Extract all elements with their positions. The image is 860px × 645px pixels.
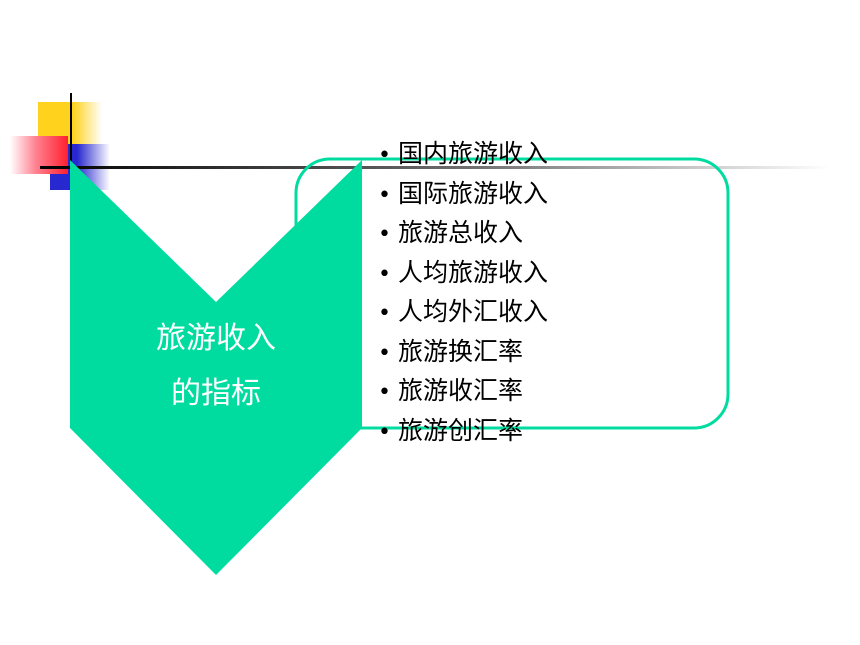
list-item: • 国际旅游收入 [378,177,548,217]
list-item-text: 人均外汇收入 [398,297,549,326]
indicator-list: • 国内旅游收入 • 国际旅游收入 • 旅游总收入 • 人均旅游收入 • 人均外汇收入 •… [378,137,548,453]
bullet-icon: • [378,419,391,445]
list-item: • 旅游创汇率 [378,414,548,454]
list-item: • 旅游总收入 [378,216,548,256]
list-item-text: 旅游创汇率 [398,415,524,445]
list-item-text: 旅游总收入 [398,218,524,247]
list-item-text: 人均旅游收入 [398,257,549,287]
bullet-icon: • [378,301,391,326]
list-item: • 人均外汇收入 [378,295,548,335]
bullet-icon: • [378,222,391,247]
bullet-icon: • [378,340,391,366]
header-rule [40,166,830,169]
list-item: • 旅游收汇率 [378,374,548,414]
list-item: • 人均旅游收入 [378,256,548,296]
bullet-icon: • [378,380,391,405]
shape-label-line-1: 旅游收入 [156,321,276,356]
bullet-icon: • [378,143,391,168]
list-item-text: 旅游收汇率 [398,376,524,405]
bullet-icon: • [378,261,391,287]
chevron-shape [70,160,362,575]
shape-label-line-2: 的指标 [171,376,261,411]
list-item: • 国内旅游收入 [378,137,548,177]
list-item-text: 国内旅游收入 [398,139,549,168]
list-item-text: 旅游换汇率 [398,336,524,366]
list-item-text: 国际旅游收入 [398,178,549,208]
bullet-icon: • [378,182,391,208]
list-item: • 旅游换汇率 [378,335,548,375]
